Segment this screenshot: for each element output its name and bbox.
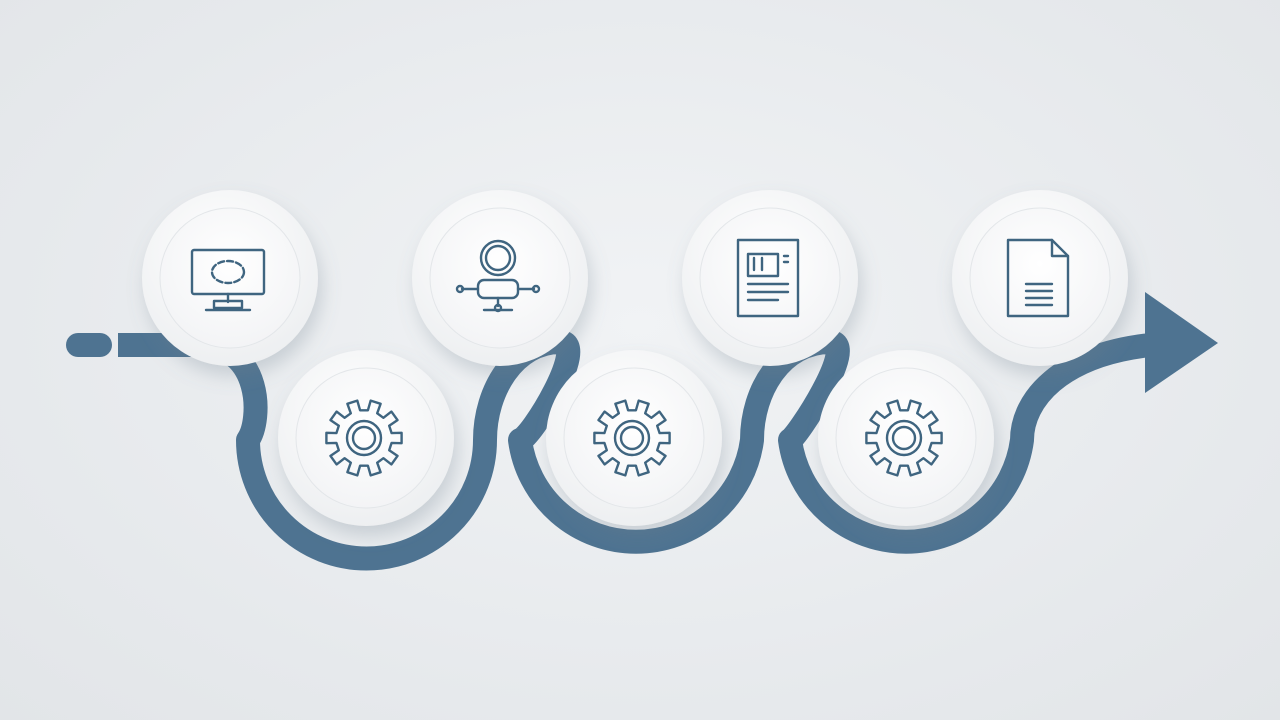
monitor-icon — [190, 248, 266, 312]
arrow-right-icon — [1145, 292, 1218, 393]
timeline-node-3 — [412, 190, 588, 366]
node-inner-circle — [429, 207, 571, 349]
gear-icon — [593, 399, 671, 477]
node-inner-circle — [699, 207, 841, 349]
timeline-node-5 — [682, 190, 858, 366]
report-document-icon — [736, 238, 800, 318]
document-icon — [1006, 238, 1070, 318]
node-inner-circle — [835, 367, 977, 509]
timeline-path — [66, 292, 1218, 571]
timeline-node-2 — [278, 350, 454, 526]
wave-line — [118, 330, 1152, 571]
timeline-node-1 — [142, 190, 318, 366]
user-network-icon — [455, 239, 541, 313]
gear-icon — [325, 399, 403, 477]
node-inner-circle — [159, 207, 301, 349]
timeline-node-4 — [546, 350, 722, 526]
node-inner-circle — [295, 367, 437, 509]
gear-icon — [865, 399, 943, 477]
timeline-node-7 — [952, 190, 1128, 366]
timeline-node-6 — [818, 350, 994, 526]
node-inner-circle — [563, 367, 705, 509]
node-inner-circle — [969, 207, 1111, 349]
